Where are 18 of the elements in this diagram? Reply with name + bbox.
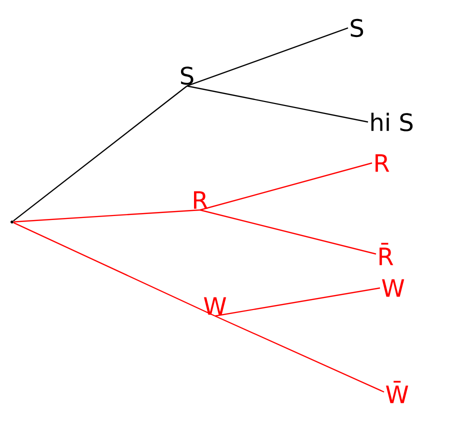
leaf-label: R [376, 154, 390, 172]
branch-label: R [194, 191, 208, 209]
branch-line [200, 209, 376, 255]
leaf-label: hi S [371, 112, 413, 132]
leaf-label: W [382, 279, 404, 297]
leaf-label: S [350, 18, 364, 38]
branch-line [200, 162, 372, 211]
branch-label: W [204, 297, 226, 315]
branch-label: S [180, 66, 194, 85]
branch-line [12, 86, 188, 222]
branch-line [13, 222, 216, 317]
branch-line [186, 27, 348, 87]
branch-line [214, 287, 380, 317]
leaf-label: W̄ [386, 380, 408, 404]
branch-line [214, 315, 384, 393]
branch-line [186, 85, 368, 123]
branch-line [14, 209, 200, 222]
leaf-label: R̄ [380, 242, 394, 266]
